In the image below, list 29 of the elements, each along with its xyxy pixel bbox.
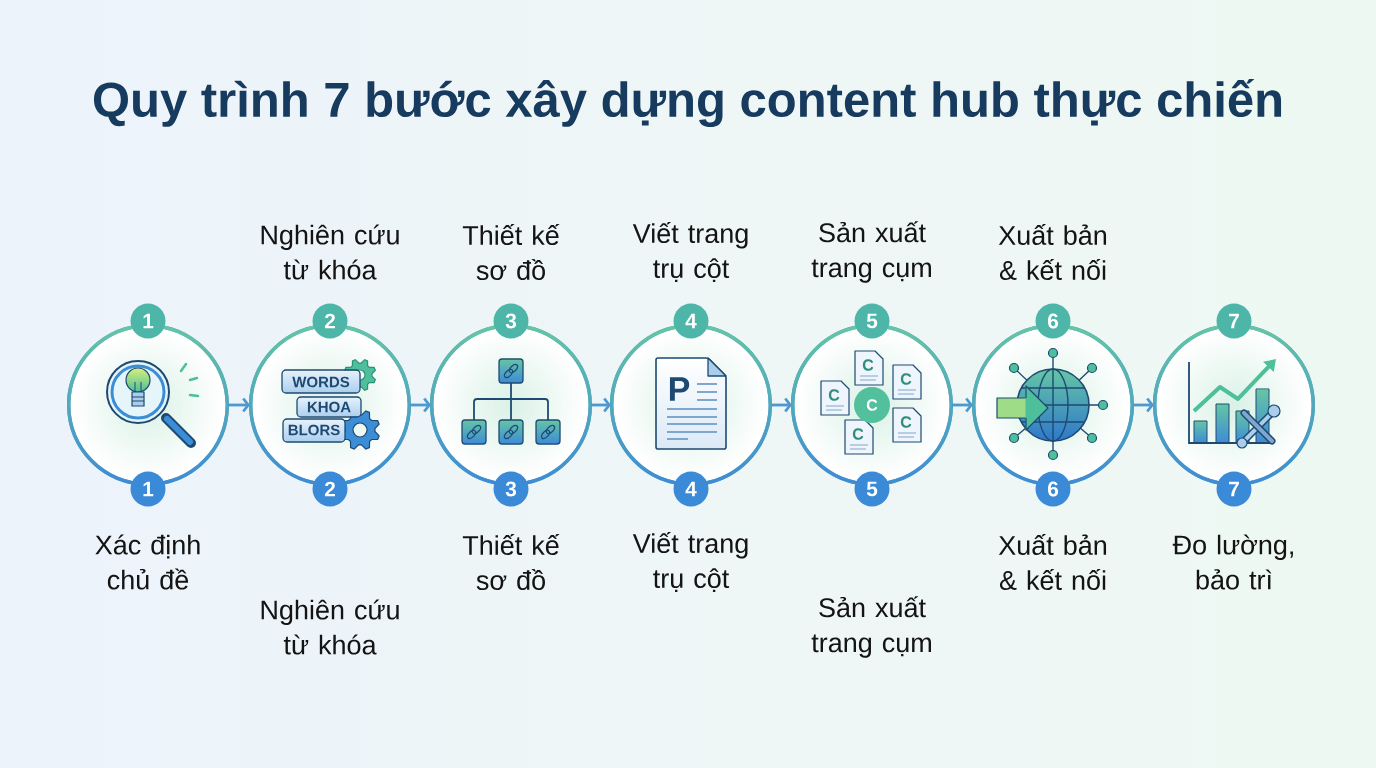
step-label: Đo lường, bảo trì xyxy=(1172,534,1293,590)
arrow xyxy=(410,397,431,413)
keyword-tag: KHOA xyxy=(296,396,362,418)
step-label: Sản xuất trang cụm xyxy=(811,221,931,283)
document-card: C xyxy=(844,419,874,455)
keyword-tag: WORDS xyxy=(281,369,361,394)
step-label: Thiết kế sơ đồ xyxy=(462,534,560,590)
page-letter: P xyxy=(669,377,690,401)
arrow xyxy=(228,397,250,413)
step-label: Thiết kế sơ đồ xyxy=(462,224,560,280)
step-label: Xuất bản & kết nối xyxy=(998,534,1107,590)
document-card: C xyxy=(854,350,884,386)
document-card: C xyxy=(820,380,850,416)
arrow xyxy=(771,397,792,413)
title: Quy trình 7 bước xây dựng content hub thực chiến xyxy=(93,79,1282,127)
step-label: Xuất bản & kết nối xyxy=(998,224,1107,280)
arrow xyxy=(952,397,973,413)
hub-letter: C xyxy=(854,387,890,423)
step-label: Nghiên cứu từ khóa xyxy=(261,224,399,280)
keyword-tag: BLORS xyxy=(282,418,346,443)
arrow xyxy=(591,397,611,413)
document-card: C xyxy=(892,364,922,400)
document-card: C xyxy=(892,407,922,443)
arrow xyxy=(1133,397,1154,413)
step-label: Sản xuất trang cụm xyxy=(811,596,931,658)
step-label: Xác định chủ đề xyxy=(95,534,200,590)
step-label: Viết trang trụ cột xyxy=(632,222,748,282)
step-label: Nghiên cứu từ khóa xyxy=(261,599,399,655)
step-label: Viết trang trụ cột xyxy=(632,532,748,592)
